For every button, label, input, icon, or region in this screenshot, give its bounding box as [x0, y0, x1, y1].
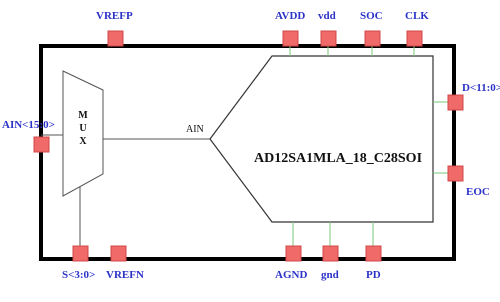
label-avdd: AVDD [275, 10, 306, 22]
mux-shape [62, 70, 104, 197]
pin-pd [365, 245, 382, 262]
adc-name-label: AD12SA1MLA_18_C28SOI [254, 151, 423, 166]
mux-letter-u: U [79, 123, 87, 134]
pin-vdd [320, 30, 337, 47]
label-dout: D<11:0> [462, 82, 500, 94]
label-ain-bus: AIN<15:0> [2, 119, 55, 131]
pin-vrefn [110, 245, 127, 262]
label-agnd: AGND [275, 269, 308, 281]
ain-internal-label: AIN [186, 124, 204, 135]
label-gnd: gnd [321, 269, 339, 281]
pin-gnd [322, 245, 339, 262]
adc-core-shape [209, 55, 434, 223]
label-soc: SOC [360, 10, 383, 22]
pin-clk [406, 30, 423, 47]
pin-vrefp [107, 30, 124, 47]
label-sel: S<3:0> [62, 269, 96, 281]
pin-agnd [285, 245, 302, 262]
label-eoc: EOC [466, 186, 490, 198]
label-vrefp: VREFP [96, 10, 133, 22]
mux-letter-x: X [79, 136, 87, 147]
label-pd: PD [366, 269, 381, 281]
mux-letter-m: M [78, 110, 88, 121]
label-vdd: vdd [318, 10, 336, 22]
label-vrefn: VREFN [106, 269, 144, 281]
pin-avdd [282, 30, 299, 47]
pin-sel [72, 245, 89, 262]
pin-eoc [447, 165, 464, 182]
pin-dout [447, 94, 464, 111]
label-clk: CLK [405, 10, 429, 22]
pin-ain [33, 136, 50, 153]
pin-soc [364, 30, 381, 47]
